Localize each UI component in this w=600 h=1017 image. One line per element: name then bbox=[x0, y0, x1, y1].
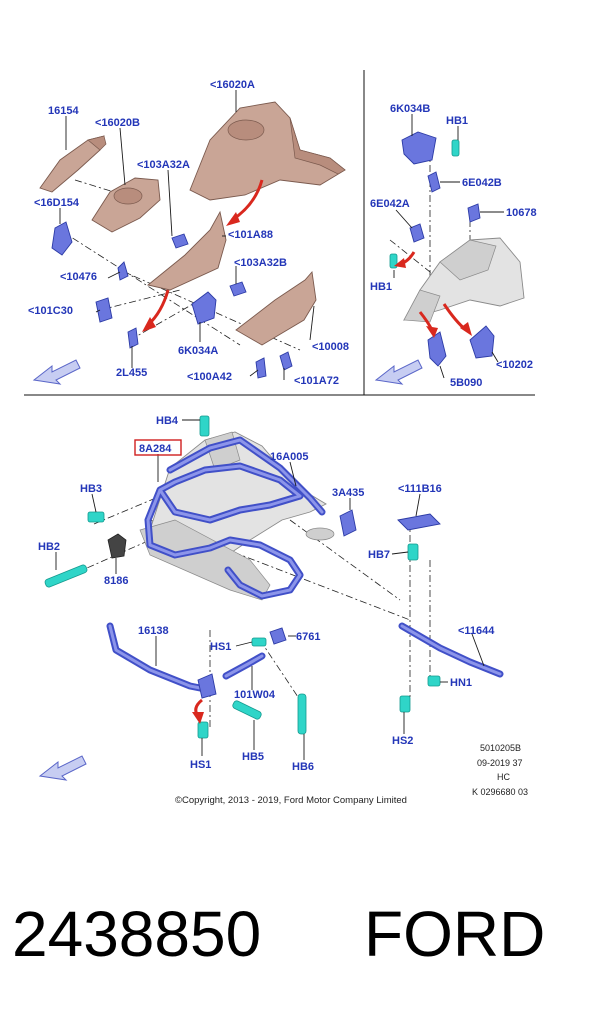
callout-101a72: <101A72 bbox=[294, 375, 339, 387]
part-hs1-upper bbox=[251, 637, 267, 647]
callout-16d154: <16D154 bbox=[34, 197, 80, 209]
callout-16a005: 16A005 bbox=[270, 451, 309, 463]
part-hs1-lower bbox=[197, 721, 209, 739]
forward-arrow-icon-bottom bbox=[38, 755, 87, 781]
callout-hb4: HB4 bbox=[156, 415, 179, 427]
footer: 2438850 FORD bbox=[12, 898, 545, 970]
part-hb1-lower bbox=[389, 253, 398, 269]
callout-16154: 16154 bbox=[48, 105, 79, 117]
callout-hs1-lower: HS1 bbox=[190, 759, 211, 771]
part-hs2 bbox=[399, 695, 411, 713]
callout-hb5: HB5 bbox=[242, 751, 264, 763]
callout-3a435: 3A435 bbox=[332, 487, 364, 499]
callout-16020a: <16020A bbox=[210, 79, 255, 91]
callout-6e042b: 6E042B bbox=[462, 177, 502, 189]
callout-100a42: <100A42 bbox=[187, 371, 232, 383]
part-111b16 bbox=[397, 513, 441, 531]
callout-16020b: <16020B bbox=[95, 117, 140, 129]
part-hb3 bbox=[87, 511, 105, 523]
callout-101c30: <101C30 bbox=[28, 305, 73, 317]
date-code: 09-2019 37 bbox=[477, 758, 523, 768]
part-hb4 bbox=[199, 415, 210, 437]
callout-10008: <10008 bbox=[312, 341, 349, 353]
part-hb5 bbox=[232, 700, 262, 720]
callouts-top-left: 16154 <16020B <16020A <103A32A <16D154 <… bbox=[28, 79, 349, 387]
callout-10202: <10202 bbox=[496, 359, 533, 371]
part-103a32a bbox=[171, 233, 189, 249]
highlight-box-8a284 bbox=[134, 439, 182, 456]
callout-10678: 10678 bbox=[506, 207, 537, 219]
illustration-metadata: 5010205B 09-2019 37 HC K 0296680 03 ©Cop… bbox=[175, 743, 528, 806]
callout-101a88: <101A88 bbox=[228, 229, 273, 241]
callout-hs1-upper: HS1 bbox=[210, 641, 231, 653]
callout-hb1-lower: HB1 bbox=[370, 281, 392, 293]
part-101a88 bbox=[146, 210, 227, 291]
part-6761 bbox=[269, 627, 287, 645]
callout-101w04: 101W04 bbox=[234, 689, 276, 701]
part-hn1 bbox=[427, 675, 441, 687]
callout-hb3: HB3 bbox=[80, 483, 102, 495]
forward-arrow-icon-right bbox=[374, 359, 423, 385]
callout-6k034a: 6K034A bbox=[178, 345, 218, 357]
forward-arrow-icon bbox=[32, 359, 81, 385]
callout-111b16: <111B16 bbox=[398, 483, 442, 495]
part-2l455 bbox=[127, 327, 139, 349]
callout-hb1-upper: HB1 bbox=[446, 115, 468, 127]
part-6e042b bbox=[427, 171, 441, 193]
part-6k034b bbox=[401, 131, 437, 165]
callout-16138: 16138 bbox=[138, 625, 169, 637]
hc-code: HC bbox=[497, 772, 510, 782]
panel-top-left bbox=[32, 90, 346, 385]
part-hb1-upper bbox=[451, 139, 460, 157]
part-6k034a bbox=[191, 291, 217, 325]
callout-5b090: 5B090 bbox=[450, 377, 482, 389]
panel-top-right bbox=[374, 114, 525, 385]
part-101a72 bbox=[279, 351, 293, 371]
callouts-top-right: 6K034B HB1 6E042B 10678 6E042A HB1 <1020… bbox=[370, 103, 537, 389]
part-101c30 bbox=[95, 297, 113, 323]
illustration-code: 5010205B bbox=[480, 743, 521, 753]
callout-hb7: HB7 bbox=[368, 549, 390, 561]
part-16d154 bbox=[51, 221, 73, 256]
brand-name: FORD bbox=[364, 898, 545, 970]
callout-6e042a: 6E042A bbox=[370, 198, 410, 210]
callout-10476: <10476 bbox=[60, 271, 97, 283]
part-hb2 bbox=[44, 564, 88, 588]
callout-2l455: 2L455 bbox=[116, 367, 147, 379]
callout-103a32a: <103A32A bbox=[137, 159, 190, 171]
part-8186 bbox=[107, 533, 127, 559]
callout-hb2: HB2 bbox=[38, 541, 60, 553]
callout-hs2: HS2 bbox=[392, 735, 413, 747]
callout-6k034b: 6K034B bbox=[390, 103, 430, 115]
callouts-bottom: HB4 8A284 16A005 3A435 HB3 <111B16 HB2 H… bbox=[38, 415, 495, 773]
part-hb7 bbox=[407, 543, 419, 561]
copyright-text: ©Copyright, 2013 - 2019, Ford Motor Comp… bbox=[175, 795, 407, 806]
part-10476 bbox=[117, 261, 129, 281]
part-hb6 bbox=[297, 693, 307, 735]
part-3a435 bbox=[339, 509, 357, 537]
callout-103a32b: <103A32B bbox=[234, 257, 287, 269]
part-10008 bbox=[235, 270, 317, 346]
part-103a32b bbox=[229, 281, 247, 297]
callout-6761: 6761 bbox=[296, 631, 320, 643]
part-100a42 bbox=[255, 357, 267, 379]
part-16020a bbox=[189, 101, 346, 201]
callout-hn1: HN1 bbox=[450, 677, 472, 689]
callout-11644: <11644 bbox=[458, 625, 495, 637]
part-number: 2438850 bbox=[12, 898, 261, 970]
part-5b090 bbox=[427, 331, 447, 367]
part-10678 bbox=[467, 203, 481, 223]
callout-hb6: HB6 bbox=[292, 761, 314, 773]
part-6e042a bbox=[409, 223, 425, 243]
part-10202 bbox=[469, 325, 495, 359]
panel-bottom bbox=[38, 415, 504, 781]
part-16020b bbox=[91, 177, 161, 233]
k-number: K 0296680 03 bbox=[472, 787, 528, 797]
callout-8a284: 8A284 bbox=[139, 443, 172, 455]
callout-8186: 8186 bbox=[104, 575, 128, 587]
